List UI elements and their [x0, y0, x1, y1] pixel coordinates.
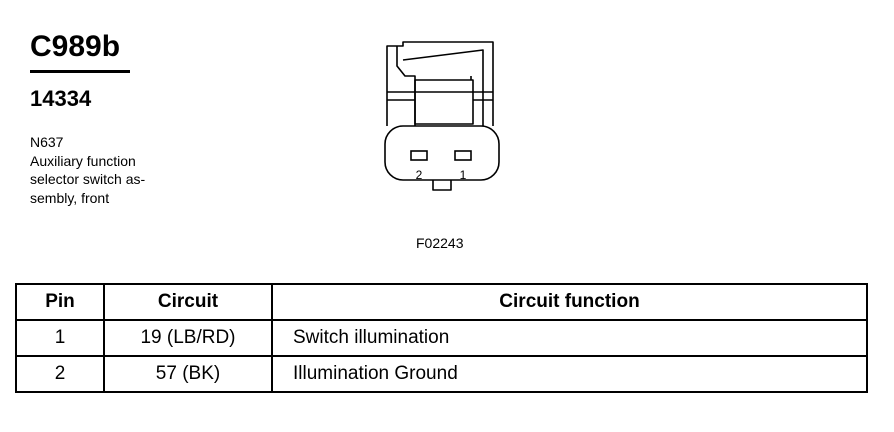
component-description: N637 Auxiliary function selector switch … — [30, 133, 190, 207]
pin-1-slot — [454, 150, 472, 161]
table-row: 2 57 (BK) Illumination Ground — [15, 355, 868, 393]
pin-label: 2 — [416, 168, 423, 182]
pin-label: 1 — [460, 168, 467, 182]
connector-id: C989b — [30, 30, 121, 63]
pin-cell: 2 — [15, 355, 105, 393]
circuit-cell: 57 (BK) — [103, 355, 273, 393]
part-number: 14334 — [30, 86, 92, 111]
description-line: N637 — [30, 134, 64, 150]
pin-cell: 1 — [15, 319, 105, 357]
description-line: selector switch as- — [30, 171, 146, 187]
table-header-row: Pin Circuit Circuit function — [15, 283, 868, 321]
connector-face-diagram: 2 1 — [384, 41, 500, 191]
pin-2-slot — [410, 150, 428, 161]
figure-code: F02243 — [416, 235, 464, 251]
circuit-function-cell: Illumination Ground — [271, 355, 868, 393]
description-line: sembly, front — [30, 189, 110, 206]
circuit-cell: 19 (LB/RD) — [103, 319, 273, 357]
column-header-pin: Pin — [15, 283, 105, 321]
table-row: 1 19 (LB/RD) Switch illumination — [15, 319, 868, 357]
pinout-table: Pin Circuit Circuit function 1 19 (LB/RD… — [15, 283, 868, 393]
column-header-circuit-function: Circuit function — [271, 283, 868, 321]
circuit-function-cell: Switch illumination — [271, 319, 868, 357]
column-header-circuit: Circuit — [103, 283, 273, 321]
description-line: Auxiliary function — [30, 152, 136, 169]
connector-id-underline — [30, 70, 130, 73]
